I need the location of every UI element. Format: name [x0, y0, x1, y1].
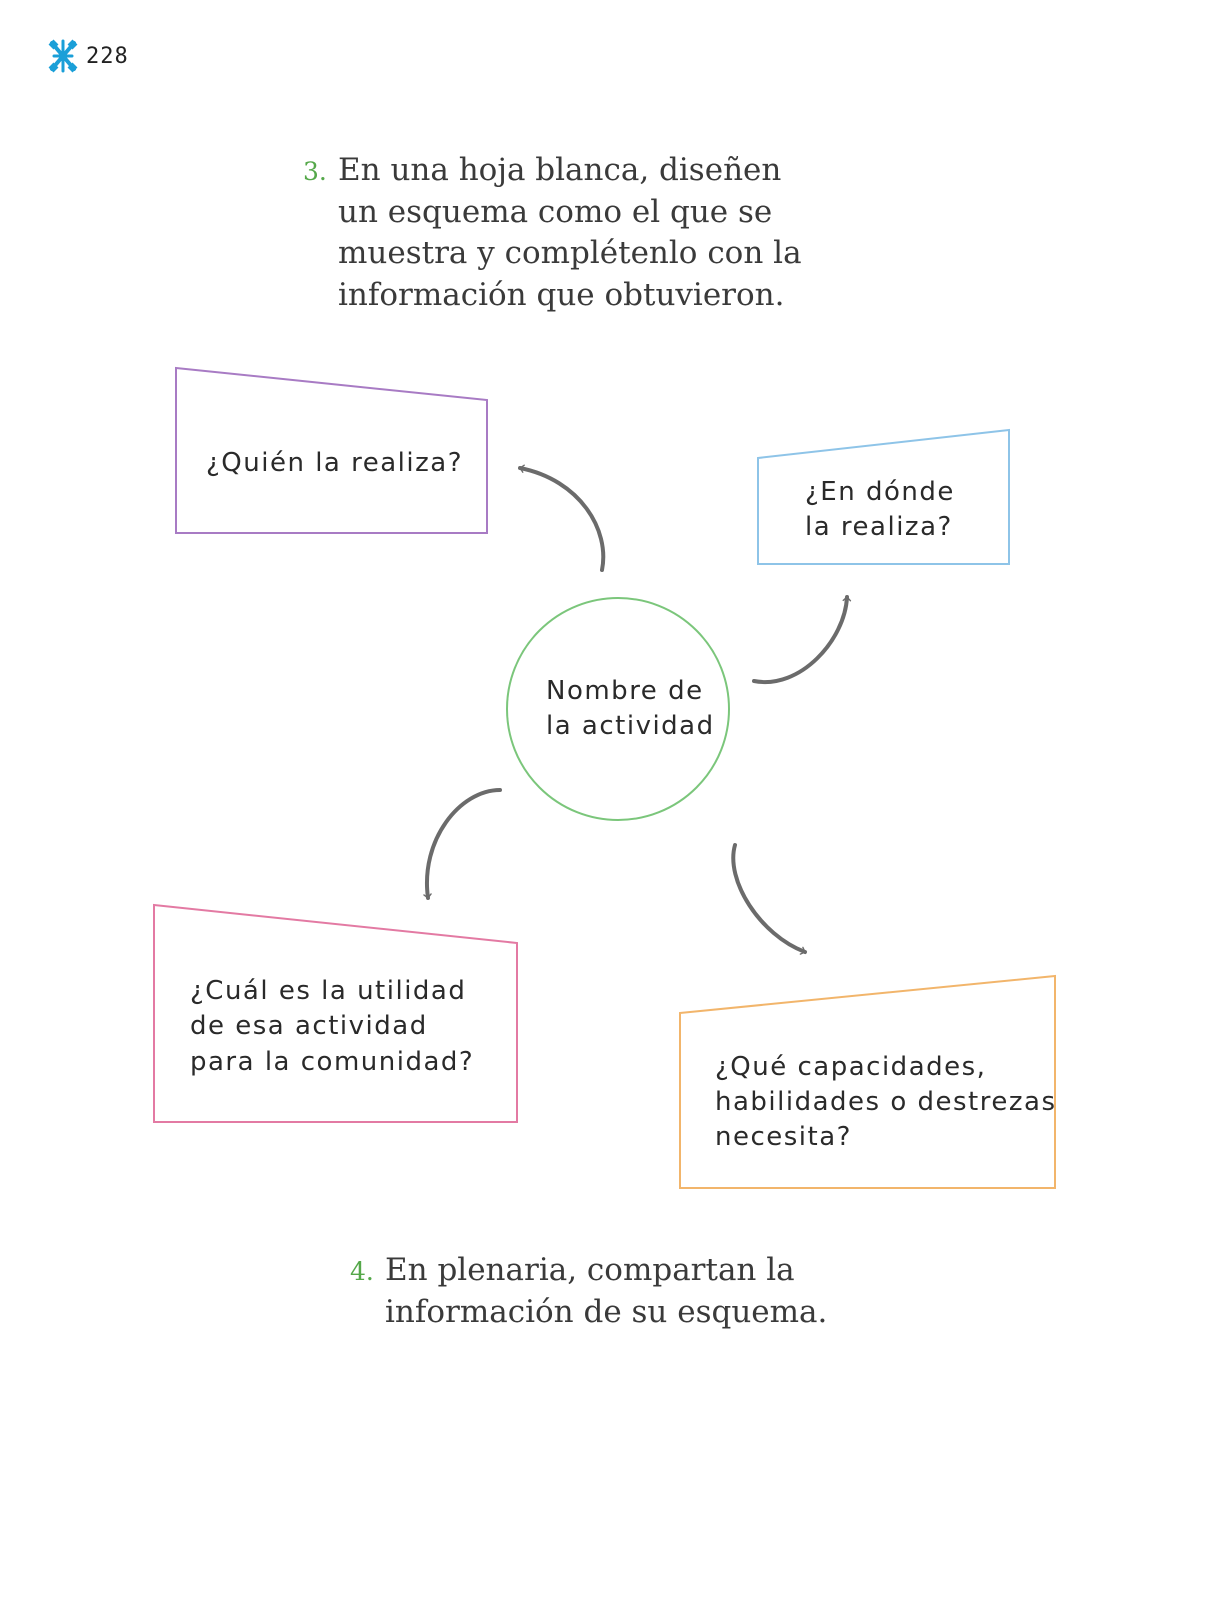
instruction-line: información de su esquema.	[385, 1293, 828, 1330]
instruction-line: En una hoja blanca, diseñen	[338, 152, 782, 188]
arrow-to-where	[752, 595, 852, 685]
instruction-line: un esquema como el que se	[338, 193, 773, 230]
instruction-line: información que obtuvieron.	[338, 276, 785, 313]
question-box-utility: ¿Cuál es la utilidad de esa actividad pa…	[153, 903, 518, 1123]
page-number: 228	[86, 43, 129, 69]
instruction-line: En plenaria, compartan la	[385, 1252, 795, 1288]
question-box-where: ¿En dónde la realiza?	[757, 428, 1010, 565]
question-text: ¿Cuál es la utilidad	[190, 976, 466, 1006]
center-activity-node: Nombre de la actividad	[506, 597, 730, 821]
center-text: la actividad	[546, 711, 715, 741]
instruction-step-4: 4. En plenaria, compartan la información…	[350, 1250, 905, 1333]
page-header: 228	[48, 38, 129, 74]
instruction-step-3: 3. En una hoja blanca, diseñen un esquem…	[303, 150, 838, 316]
question-box-who: ¿Quién la realiza?	[175, 366, 488, 534]
arrow-to-utility	[423, 788, 502, 900]
question-text: ¿En dónde	[805, 477, 955, 507]
book-logo-icon	[48, 39, 78, 73]
step-number: 3.	[303, 157, 327, 186]
step-number: 4.	[350, 1257, 374, 1286]
question-text: ¿Quién la realiza?	[206, 448, 463, 478]
question-text: ¿Qué capacidades,	[715, 1052, 986, 1082]
center-text: Nombre de	[546, 676, 704, 706]
question-box-skills: ¿Qué capacidades, habilidades o destreza…	[679, 974, 1057, 1189]
arrow-to-who	[518, 464, 606, 572]
question-text: de esa actividad	[190, 1011, 428, 1041]
arrow-to-skills	[731, 843, 807, 955]
instruction-line: muestra y complétenlo con la	[338, 235, 802, 271]
question-text: necesita?	[715, 1122, 852, 1152]
question-text: la realiza?	[805, 512, 953, 542]
question-text: para la comunidad?	[190, 1047, 474, 1077]
question-text: habilidades o destrezas	[715, 1087, 1057, 1117]
